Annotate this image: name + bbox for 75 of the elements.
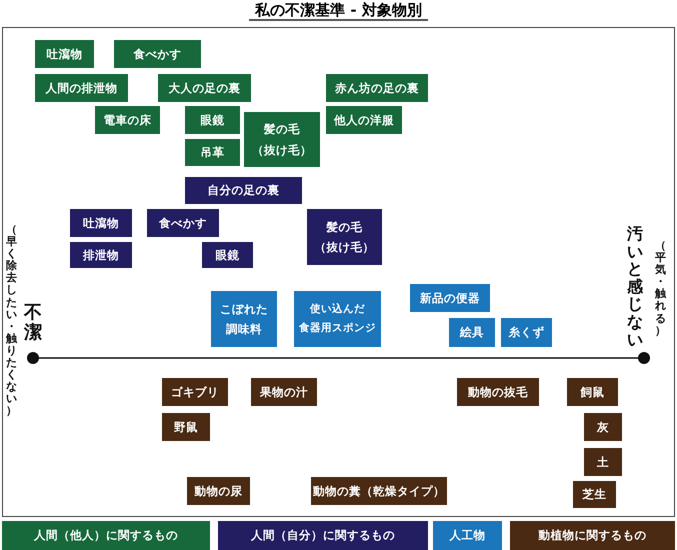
item-label: 自分の足の裏 — [208, 183, 280, 198]
item-label: 動物の尿 — [194, 484, 242, 498]
category-box — [326, 106, 402, 134]
item-label: （抜け毛） — [252, 142, 312, 157]
category-box — [457, 378, 539, 406]
legend-label: 動植物に関するもの — [538, 528, 646, 543]
category-box — [584, 413, 622, 441]
category-box — [114, 40, 201, 68]
category-box — [501, 318, 552, 347]
item-label: 人間の排泄物 — [46, 80, 118, 96]
legend-label: 人工物 — [450, 528, 486, 543]
axis-note: （早く除去したい・触りたくない） — [6, 224, 17, 418]
item-label: 髪の毛 — [264, 122, 300, 136]
item-label: 使い込んだ — [310, 302, 365, 316]
category-box — [185, 106, 240, 134]
category-box — [211, 291, 277, 347]
item-label: 新品の便器 — [420, 290, 480, 306]
item-label: 赤ん坊の足の裏 — [335, 80, 419, 96]
item-label: こぼれた — [220, 302, 268, 316]
item-label: 吊革 — [200, 145, 224, 160]
legend-label: 人間（他人）に関するもの — [34, 528, 178, 543]
category-box — [70, 209, 132, 237]
item-label: 飼鼠 — [580, 384, 604, 400]
category-box — [158, 74, 251, 102]
item-label: ゴキブリ — [171, 384, 219, 400]
axis-note: （平気・触れる） — [655, 240, 666, 337]
category-box — [449, 318, 495, 347]
item-label: 食べかす — [134, 46, 182, 62]
item-label: 食べかす — [159, 216, 207, 230]
item-label: 動物の糞（乾燥タイプ） — [313, 484, 445, 498]
category-box — [202, 242, 253, 268]
title: 私の不潔基準 - 対象物別 — [249, 1, 428, 21]
category-box — [244, 112, 320, 167]
item-label: 吐瀉物 — [46, 46, 82, 62]
category-box — [584, 448, 622, 476]
category-box — [307, 209, 382, 265]
category-box — [567, 378, 618, 406]
axis-end-label: 不潔 — [24, 303, 42, 343]
item-label: （抜け毛） — [314, 240, 374, 254]
category-box — [35, 74, 128, 102]
category-box — [185, 177, 302, 204]
category-box — [162, 378, 228, 406]
item-label: 他人の洋服 — [334, 112, 394, 128]
item-label: 大人の足の裏 — [168, 80, 240, 96]
item-label: 吐瀉物 — [83, 216, 119, 230]
category-box — [95, 106, 160, 134]
item-label: 調味料 — [226, 322, 262, 336]
item-label: 土 — [597, 454, 609, 470]
item-label: 芝生 — [582, 487, 606, 502]
category-box — [251, 378, 317, 406]
item-label: 果物の汁 — [260, 384, 308, 400]
category-box — [187, 477, 250, 505]
category-box — [35, 40, 94, 68]
item-label: 絵具 — [460, 325, 484, 340]
category-box — [162, 413, 210, 441]
category-box — [185, 139, 240, 166]
item-label: 排泄物 — [83, 248, 119, 262]
item-label: 眼鏡 — [216, 248, 240, 262]
category-box — [573, 481, 616, 508]
item-label: 動物の抜毛 — [468, 384, 528, 400]
item-label: 電車の床 — [104, 112, 152, 128]
item-label: 灰 — [597, 420, 609, 434]
category-box — [70, 242, 132, 268]
item-label: 糸くず — [508, 325, 544, 340]
axis-end-label: 汚いと感じない — [627, 225, 643, 348]
category-box — [311, 477, 447, 505]
item-label: 野鼠 — [174, 420, 198, 434]
category-box — [294, 291, 381, 347]
item-label: 髪の毛 — [326, 220, 362, 234]
legend-label: 人間（自分）に関するもの — [251, 528, 395, 543]
category-box — [410, 284, 490, 312]
category-box — [147, 209, 219, 237]
category-box — [326, 74, 428, 102]
item-label: 眼鏡 — [200, 112, 224, 128]
item-label: 食器用スポンジ — [299, 322, 376, 336]
